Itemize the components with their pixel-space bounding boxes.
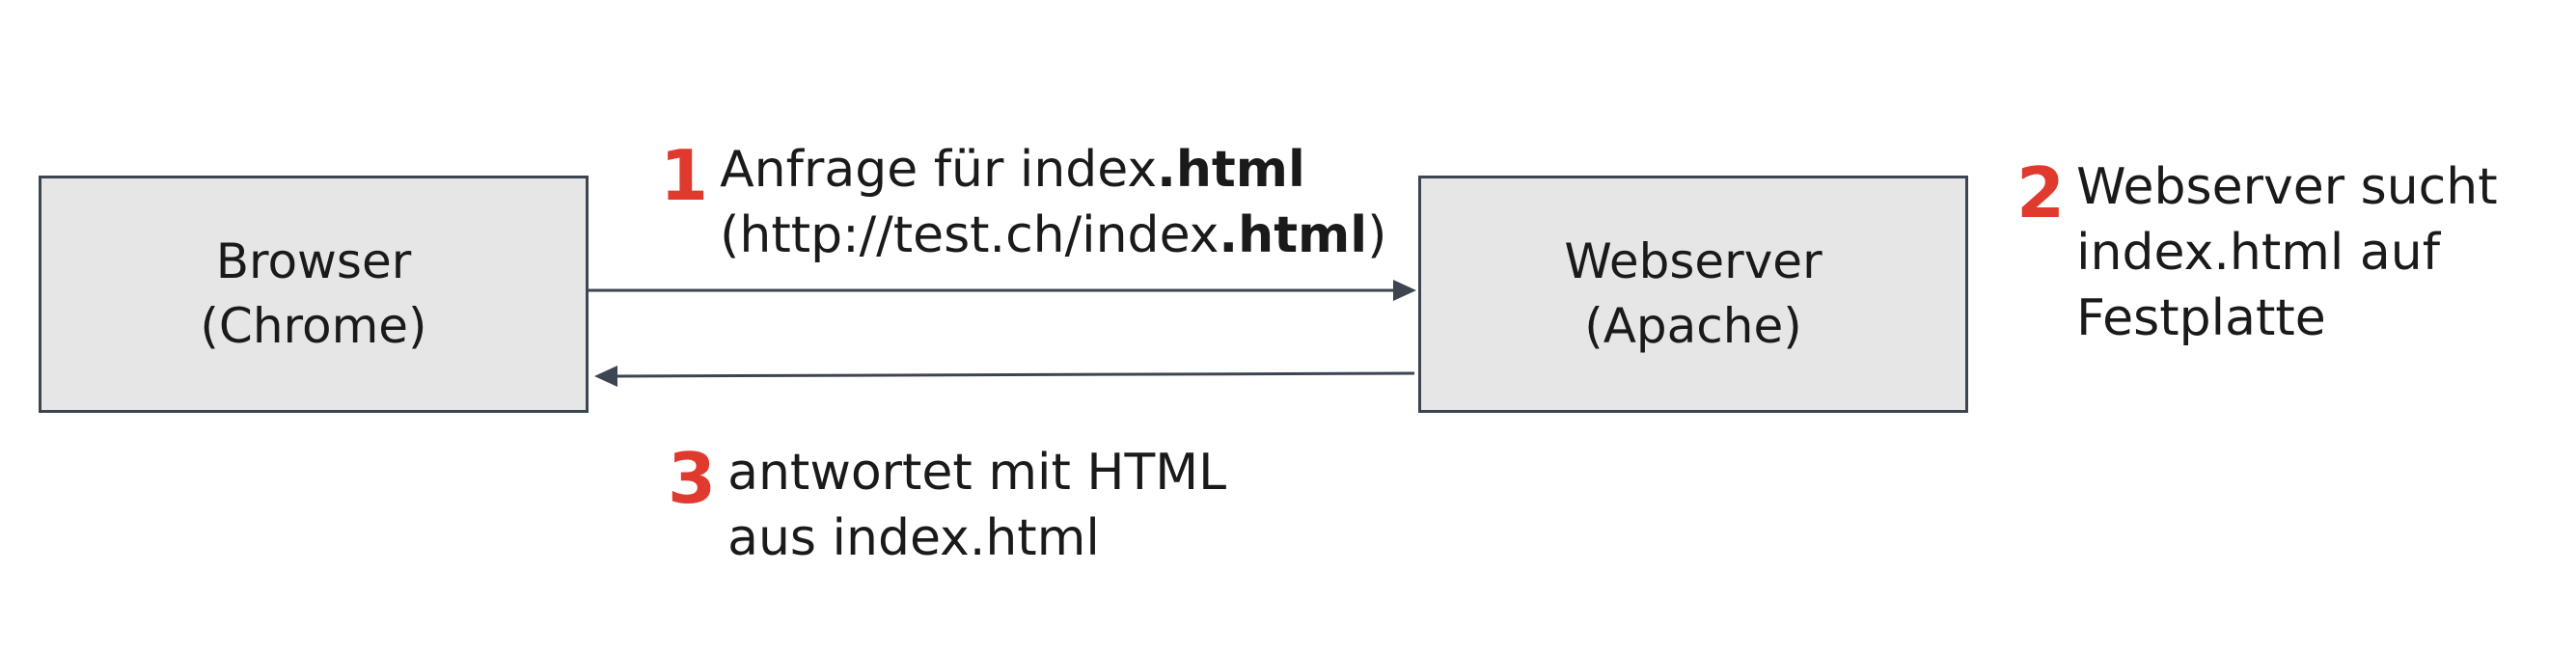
step-1-annotation: 1 Anfrage für index.html (http://test.ch… — [660, 137, 1386, 268]
step-1-line-2-prefix: (http://test.ch/index — [720, 206, 1219, 264]
step-3-line-1: antwortet mit HTML — [727, 444, 1227, 502]
step-1-line-2-suffix: ) — [1367, 206, 1387, 264]
response-arrow — [594, 366, 1415, 387]
step-3-annotation: 3 antwortet mit HTML aus index.html — [668, 440, 1226, 571]
step-1-number: 1 — [660, 135, 709, 216]
webserver-sublabel: (Apache) — [1584, 298, 1802, 354]
step-1-line-2: (http://test.ch/index.html) — [720, 203, 1386, 268]
step-1-line-1-bold: .html — [1157, 141, 1305, 199]
browser-sublabel: (Chrome) — [200, 298, 427, 354]
step-3-text: antwortet mit HTML aus index.html — [727, 440, 1226, 571]
step-2-annotation: 2 Webserver sucht index.html auf Festpla… — [2016, 154, 2498, 351]
step-2-number: 2 — [2016, 152, 2066, 233]
webserver-label: Webserver — [1564, 232, 1822, 289]
request-arrow — [589, 280, 1416, 301]
step-1-line-2-bold: .html — [1219, 206, 1368, 264]
browser-label: Browser — [215, 232, 412, 289]
step-3-number: 3 — [668, 438, 717, 519]
step-2-text: Webserver sucht index.html auf Festplatt… — [2076, 154, 2498, 351]
step-2-line-3: Festplatte — [2076, 289, 2326, 347]
step-1-text: Anfrage für index.html (http://test.ch/i… — [720, 137, 1386, 268]
step-2-line-1: Webserver sucht — [2076, 158, 2498, 216]
browser-node: Browser (Chrome) — [39, 176, 589, 413]
webserver-node: Webserver (Apache) — [1418, 176, 1968, 413]
step-2-line-2: index.html auf — [2076, 224, 2441, 282]
step-3-line-2: aus index.html — [727, 509, 1100, 567]
step-1-line-1: Anfrage für index.html — [720, 137, 1386, 203]
step-1-line-1-plain: Anfrage für index — [720, 141, 1158, 199]
